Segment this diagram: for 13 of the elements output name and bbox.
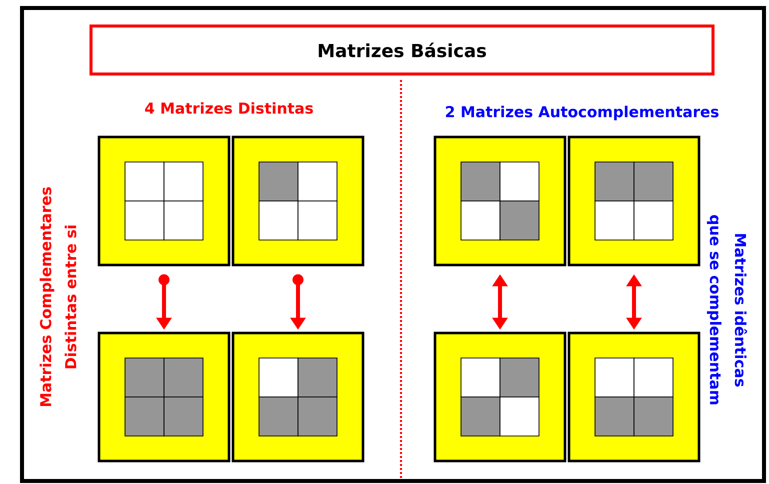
matrix-box bbox=[98, 332, 230, 462]
section-label: 4 Matrizes Distintas bbox=[145, 102, 313, 114]
matrix-box bbox=[434, 332, 566, 462]
title-box: Matrizes Básicas bbox=[90, 24, 714, 76]
matrix-box bbox=[232, 332, 364, 462]
matrix-box bbox=[98, 136, 230, 266]
section-label: Matrizes Complementares Distintas entre si bbox=[40, 187, 76, 406]
matrix-box bbox=[434, 136, 566, 266]
matrix-box bbox=[568, 136, 700, 266]
section-label: Matrizes idênticas que se complementam bbox=[706, 215, 748, 404]
section-label: 2 Matrizes Autocomplementares bbox=[446, 106, 718, 120]
matrix-box bbox=[232, 136, 364, 266]
matrix-box bbox=[568, 332, 700, 462]
